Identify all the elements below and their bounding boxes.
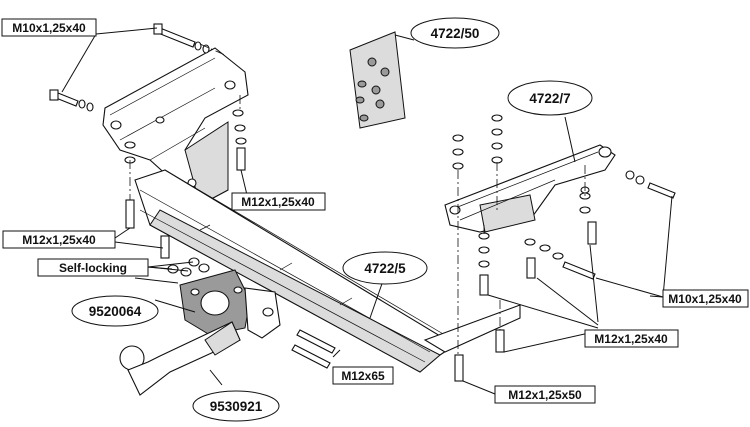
- socket-plate: [179, 269, 281, 339]
- callout-text: M12x1,25x40: [594, 332, 668, 346]
- part-number: 9520064: [89, 304, 142, 319]
- callout-bolt-m12x65: M12x65: [332, 366, 394, 385]
- part-label-right-bracket: 4722/7: [507, 80, 593, 116]
- part-label-crossbar: 4722/5: [342, 251, 428, 285]
- callout-bolt-m12-left-lower: M12x1,25x40: [2, 230, 116, 249]
- fastener-set: [49, 23, 676, 382]
- callout-text: M12x1,25x50: [508, 388, 582, 402]
- callout-self-locking: Self-locking: [37, 258, 149, 277]
- right-mounting-bracket: [444, 144, 616, 233]
- callout-text: M10x1,25x40: [12, 21, 86, 35]
- callout-bolt-m12x50: M12x1,25x50: [494, 385, 596, 404]
- tow-ball: [119, 321, 241, 396]
- part-label-socket-plate: 9520064: [71, 295, 159, 327]
- callout-text: M12x1,25x40: [241, 195, 315, 209]
- callout-text: M12x65: [341, 369, 385, 383]
- assembly-axes: [129, 43, 586, 355]
- callout-text: M12x1,25x40: [22, 233, 96, 247]
- callout-bolt-m10-right: M10x1,25x40: [662, 289, 749, 308]
- part-label-bolt-kit: 4722/50: [410, 17, 500, 49]
- part-number: 4722/50: [431, 26, 480, 41]
- bolt-kit-illustration: [349, 31, 406, 129]
- callout-text: Self-locking: [59, 261, 127, 275]
- callout-bolt-m12-right: M12x1,25x40: [584, 329, 679, 348]
- part-number: 9530921: [210, 399, 263, 414]
- main-crossbar: [134, 169, 521, 373]
- part-number: 4722/5: [364, 261, 406, 276]
- callout-bolt-m12-left-bracket: M12x1,25x40: [231, 192, 326, 211]
- part-number: 4722/7: [529, 91, 570, 106]
- part-label-tow-ball: 9530921: [192, 390, 280, 422]
- left-mounting-bracket: [102, 47, 249, 206]
- callout-bolt-m10-top: M10x1,25x40: [1, 18, 97, 37]
- callout-text: M10x1,25x40: [668, 292, 742, 306]
